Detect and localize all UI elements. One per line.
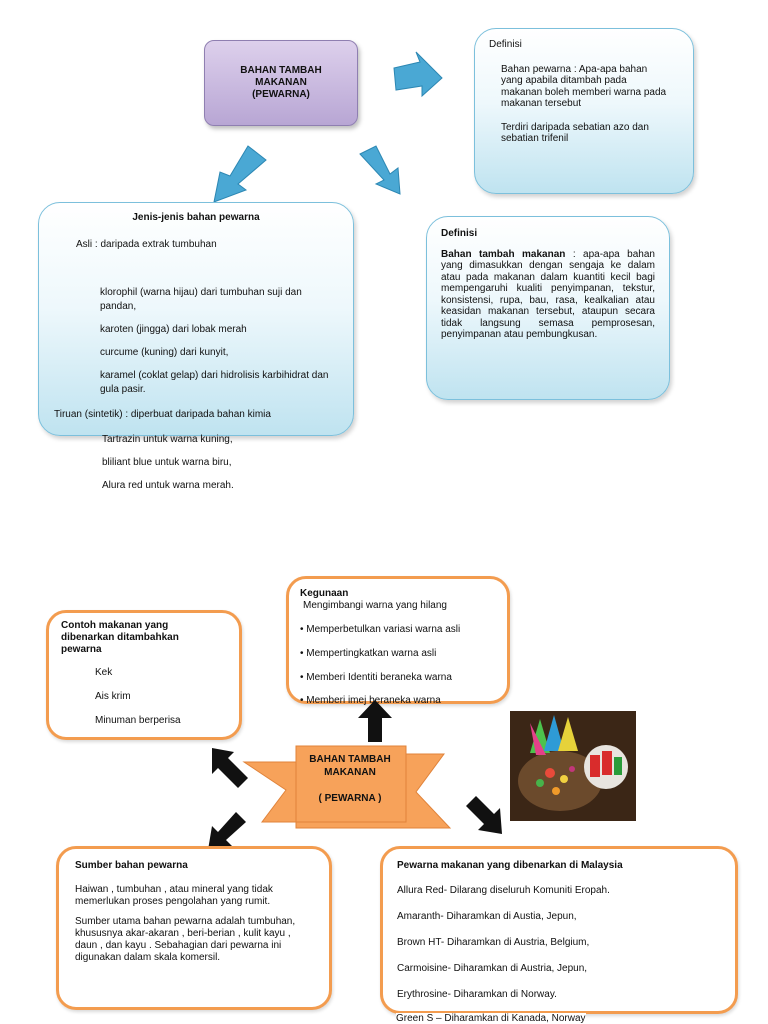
definisi-pewarna-heading: Definisi	[489, 39, 522, 50]
sumber-heading: Sumber bahan pewarna	[75, 860, 188, 871]
asli-item: karoten (jingga) dari lobak merah	[100, 324, 247, 335]
arrow-down-right-icon-black	[466, 796, 502, 834]
kegunaan-heading: Kegunaan	[300, 588, 349, 599]
pewarna-malaysia-item: Carmoisine- Diharamkan di Austria, Jepun…	[397, 963, 588, 974]
definisi-term: Bahan tambah makanan	[441, 248, 566, 260]
pewarna-malaysia-item: Green S – Diharamkan di Kanada, Norway	[396, 1013, 586, 1024]
arrow-up-left-icon	[212, 748, 248, 788]
arrow-right-icon	[393, 51, 443, 98]
arrow-down-left-icon-black	[208, 812, 246, 850]
jenis-tiruan-label: Tiruan (sintetik) : diperbuat daripada b…	[54, 409, 271, 420]
asli-item: karamel (coklat gelap) dari hidrolisis k…	[100, 370, 329, 395]
contoh-makanan-box: Contoh makanan yang dibenarkan ditambahk…	[46, 610, 242, 740]
arrow-down-left-icon	[213, 145, 267, 203]
arrow-up-icon	[358, 700, 392, 742]
sumber-text: Haiwan , tumbuhan , atau mineral yang ti…	[75, 884, 273, 907]
contoh-item: Ais krim	[95, 691, 131, 702]
definisi-pewarna-text: Bahan pewarna : Apa-apa bahan yang apabi…	[501, 63, 667, 110]
kegunaan-box: Kegunaan Mengimbangi warna yang hilang •…	[286, 576, 510, 706]
food-photo-image	[510, 711, 636, 821]
sumber-pewarna-box: Sumber bahan pewarna Haiwan , tumbuhan ,…	[56, 846, 332, 1010]
sumber-text-utama: Sumber utama bahan pewarna adalah tumbuh…	[75, 916, 296, 963]
kegunaan-intro: Mengimbangi warna yang hilang	[303, 600, 447, 611]
pewarna-malaysia-item: Allura Red- Dilarang diseluruh Komuniti …	[397, 885, 610, 896]
definisi-body: : apa-apa bahan yang dimasukkan dengan s…	[441, 248, 655, 341]
tiruan-list: Tartrazin untuk warna kuning, bliliant b…	[102, 434, 234, 492]
banner-subtitle: ( PEWARNA )	[318, 793, 382, 804]
jenis-pewarna-box	[38, 202, 354, 436]
pewarna-malaysia-item: Erythrosine- Diharamkan di Norway.	[397, 989, 557, 1000]
tiruan-item: Tartrazin untuk warna kuning,	[102, 434, 233, 445]
jenis-asli-label: Asli : daripada extrak tumbuhan	[76, 239, 217, 250]
tiruan-item: bliliant blue untuk warna biru,	[102, 457, 232, 468]
definisi-bahan-tambah-box: Definisi Bahan tambah makanan : apa-apa …	[426, 216, 670, 400]
arrow-down-right-icon	[359, 145, 401, 195]
kegunaan-item: • Memberi imej beraneka warna	[300, 695, 441, 706]
jenis-pewarna-heading: Jenis-jenis bahan pewarna	[132, 212, 260, 223]
pewarna-malaysia-item: Brown HT- Diharamkan di Austria, Belgium…	[397, 937, 590, 948]
pewarna-malaysia-heading: Pewarna makanan yang dibenarkan di Malay…	[397, 860, 623, 871]
asli-item: curcume (kuning) dari kunyit,	[100, 347, 229, 358]
kegunaan-item: • Mempertingkatkan warna asli	[300, 648, 437, 659]
asli-list: klorophil (warna hijau) dari tumbuhan su…	[100, 286, 340, 397]
contoh-item: Kek	[95, 667, 113, 678]
asli-item: klorophil (warna hijau) dari tumbuhan su…	[100, 287, 302, 312]
central-banner	[242, 745, 452, 829]
definisi-pewarna-sebatian: Terdiri daripada sebatian azo dan sebati…	[501, 121, 649, 145]
contoh-item: Minuman berperisa	[95, 715, 181, 726]
main-title: BAHAN TAMBAH MAKANAN (PEWARNA)	[240, 65, 322, 100]
kegunaan-item: • Memberi Identiti beraneka warna	[300, 672, 452, 683]
banner-title: BAHAN TAMBAH MAKANAN	[309, 754, 391, 778]
pewarna-malaysia-item: Amaranth- Diharamkan di Austia, Jepun,	[397, 911, 577, 922]
food-colour-photo	[510, 711, 636, 821]
contoh-heading: Contoh makanan yang dibenarkan ditambahk…	[61, 620, 179, 655]
tiruan-item: Alura red untuk warna merah.	[102, 480, 234, 491]
main-title-box: BAHAN TAMBAH MAKANAN (PEWARNA)	[204, 40, 358, 126]
pewarna-malaysia-box: Pewarna makanan yang dibenarkan di Malay…	[380, 846, 738, 1014]
definisi-bahan-tambah-text: Bahan tambah makanan : apa-apa bahan yan…	[441, 249, 655, 341]
definisi-pewarna-box: Definisi Bahan pewarna : Apa-apa bahan y…	[474, 28, 694, 194]
kegunaan-item: • Memperbetulkan variasi warna asli	[300, 624, 461, 635]
definisi-bahan-tambah-heading: Definisi	[441, 228, 478, 239]
